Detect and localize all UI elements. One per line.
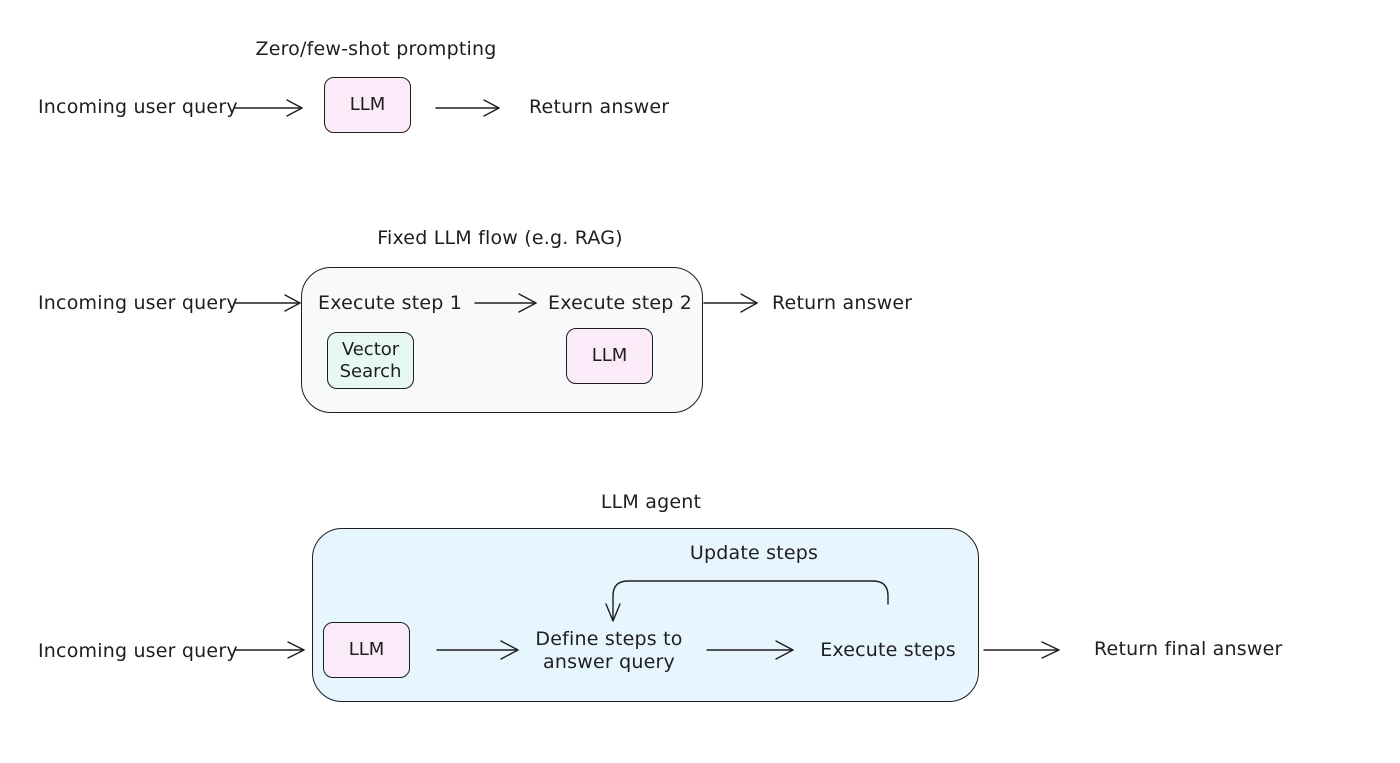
arrow-agent-container-to-output xyxy=(983,641,1060,659)
agent-update-steps-label: Update steps xyxy=(689,542,819,564)
zero-shot-llm-box: LLM xyxy=(324,77,411,133)
fixed-flow-title: Fixed LLM flow (e.g. RAG) xyxy=(377,227,623,249)
zero-shot-output-label: Return answer xyxy=(529,96,670,118)
zero-shot-llm-label: LLM xyxy=(349,94,386,116)
zero-shot-title: Zero/few-shot prompting xyxy=(255,38,497,60)
fixed-flow-input-label: Incoming user query xyxy=(38,292,238,314)
agent-output-label: Return final answer xyxy=(1094,638,1283,660)
arrow-fixed-container-to-output xyxy=(703,293,758,313)
arrow-agent-define-to-execute xyxy=(706,640,794,660)
agent-container xyxy=(312,528,979,702)
fixed-flow-step1-label: Execute step 1 xyxy=(318,292,463,314)
agent-input-label: Incoming user query xyxy=(38,640,238,662)
fixed-flow-llm-box: LLM xyxy=(566,328,653,384)
vector-search-box: Vector Search xyxy=(327,332,414,389)
agent-llm-label: LLM xyxy=(348,639,385,661)
arrow-fixed-input-to-container xyxy=(234,294,301,312)
zero-shot-input-label: Incoming user query xyxy=(38,96,238,118)
fixed-flow-llm-label: LLM xyxy=(591,345,628,367)
fixed-flow-output-label: Return answer xyxy=(772,292,913,314)
arrow-zero-input-to-llm xyxy=(234,99,303,117)
arrow-agent-llm-to-define xyxy=(436,640,519,660)
arrow-agent-update-loop xyxy=(605,580,889,622)
arrow-fixed-step1-to-step2 xyxy=(474,293,537,313)
agent-execute-steps-label: Execute steps xyxy=(820,639,956,661)
agent-define-steps-label: Define steps to answer query xyxy=(535,628,683,674)
fixed-flow-step2-label: Execute step 2 xyxy=(548,292,693,314)
arrow-agent-input-to-container xyxy=(234,641,305,659)
vector-search-label: Vector Search xyxy=(339,338,402,382)
arrow-zero-llm-to-output xyxy=(435,99,500,117)
agent-title: LLM agent xyxy=(600,491,702,513)
agent-llm-box: LLM xyxy=(323,622,410,678)
